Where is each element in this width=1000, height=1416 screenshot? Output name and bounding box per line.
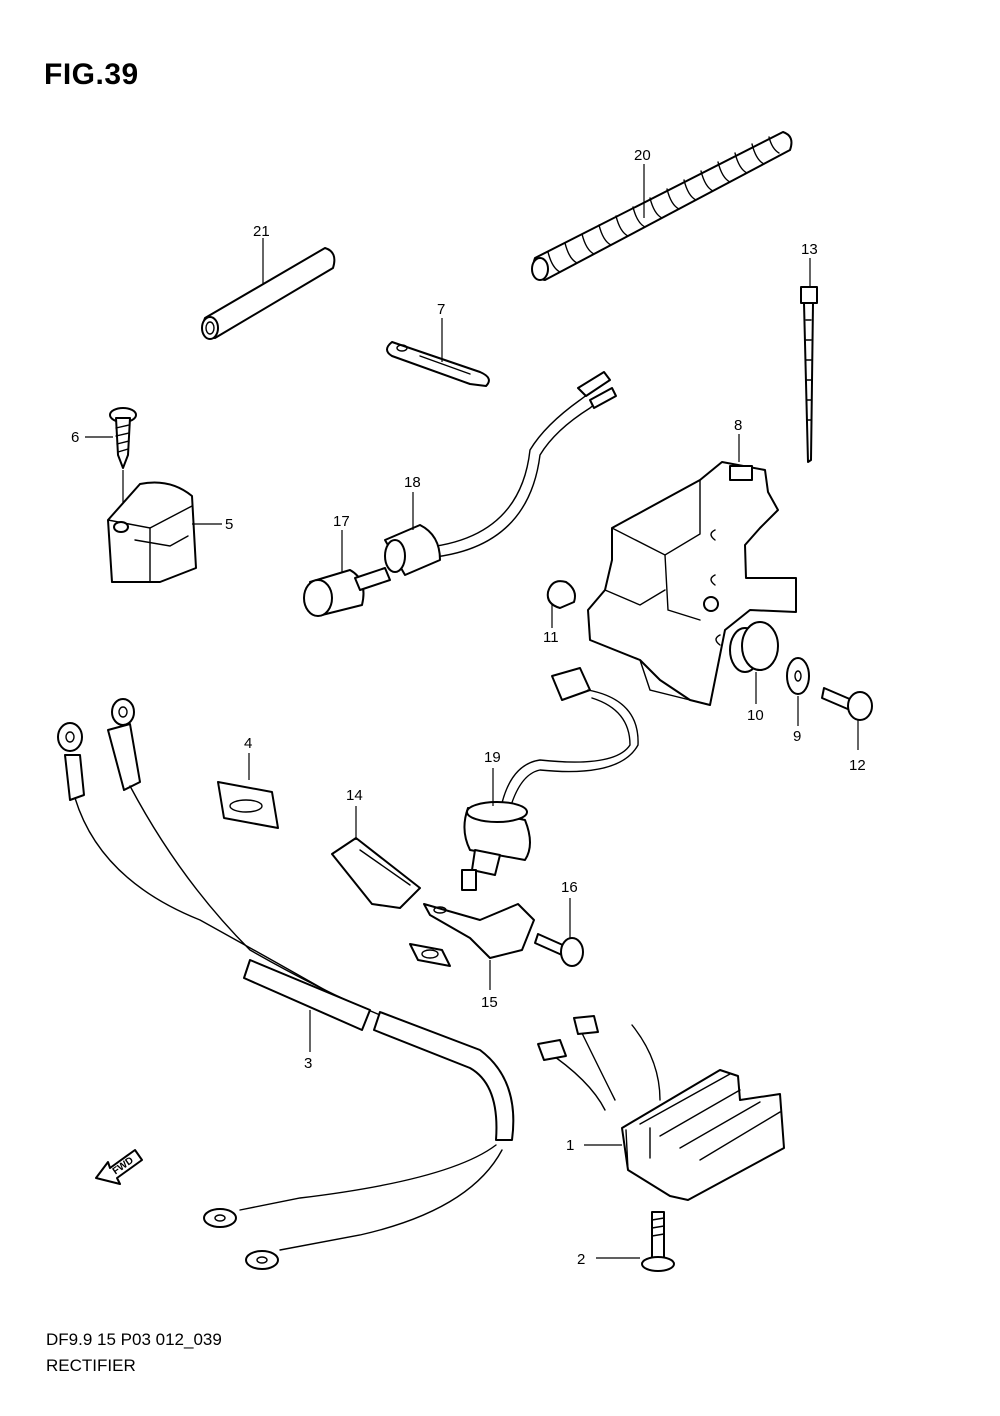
callout-7: 7 [437, 301, 445, 318]
callout-1: 1 [566, 1137, 574, 1154]
callout-4: 4 [244, 735, 252, 752]
callout-16: 16 [561, 879, 578, 896]
callout-5: 5 [225, 516, 233, 533]
part-7-clamp[interactable] [386, 341, 490, 387]
part-11-cap[interactable] [546, 580, 576, 609]
callout-17: 17 [333, 513, 350, 530]
part-20-spiral-tube[interactable] [531, 131, 793, 281]
callout-21: 21 [253, 223, 270, 240]
part-2-bolt[interactable] [641, 1211, 675, 1272]
part-4-grommet[interactable] [217, 781, 279, 829]
part-16-bolt[interactable] [534, 933, 584, 967]
part-14-plate[interactable] [331, 837, 421, 909]
part-21-tube[interactable] [201, 247, 336, 340]
part-13-cable-tie[interactable] [800, 286, 818, 463]
callout-14: 14 [346, 787, 363, 804]
callout-10: 10 [747, 707, 764, 724]
callout-9: 9 [793, 728, 801, 745]
callout-3: 3 [304, 1055, 312, 1072]
callout-19: 19 [484, 749, 501, 766]
callout-12: 12 [849, 757, 866, 774]
figure-title: FIG.39 [44, 58, 139, 91]
part-6-screw[interactable] [109, 407, 137, 469]
callout-11: 11 [543, 629, 559, 646]
callout-2: 2 [577, 1251, 585, 1268]
part-9-washer[interactable] [786, 657, 810, 695]
callout-6: 6 [71, 429, 79, 446]
part-12-bolt[interactable] [821, 687, 873, 721]
part-15-bracket[interactable] [409, 903, 535, 967]
part-17-18-harness[interactable] [303, 371, 617, 617]
part-8-bracket[interactable] [587, 461, 797, 706]
figure-name: RECTIFIER [46, 1356, 136, 1375]
figure-code: DF9.9 15 P03 012_039 [46, 1330, 222, 1349]
callout-8: 8 [734, 417, 742, 434]
callout-18: 18 [404, 474, 421, 491]
part-1-rectifier[interactable] [537, 1015, 785, 1201]
callout-20: 20 [634, 147, 651, 164]
part-10-grommet[interactable] [729, 621, 779, 673]
callout-15: 15 [481, 994, 498, 1011]
part-3-harness[interactable] [57, 698, 515, 1270]
fwd-arrow-icon: FWD [95, 1149, 143, 1185]
callout-13: 13 [801, 241, 818, 258]
part-5-cover[interactable] [107, 481, 197, 583]
part-19-switch[interactable] [461, 667, 639, 891]
